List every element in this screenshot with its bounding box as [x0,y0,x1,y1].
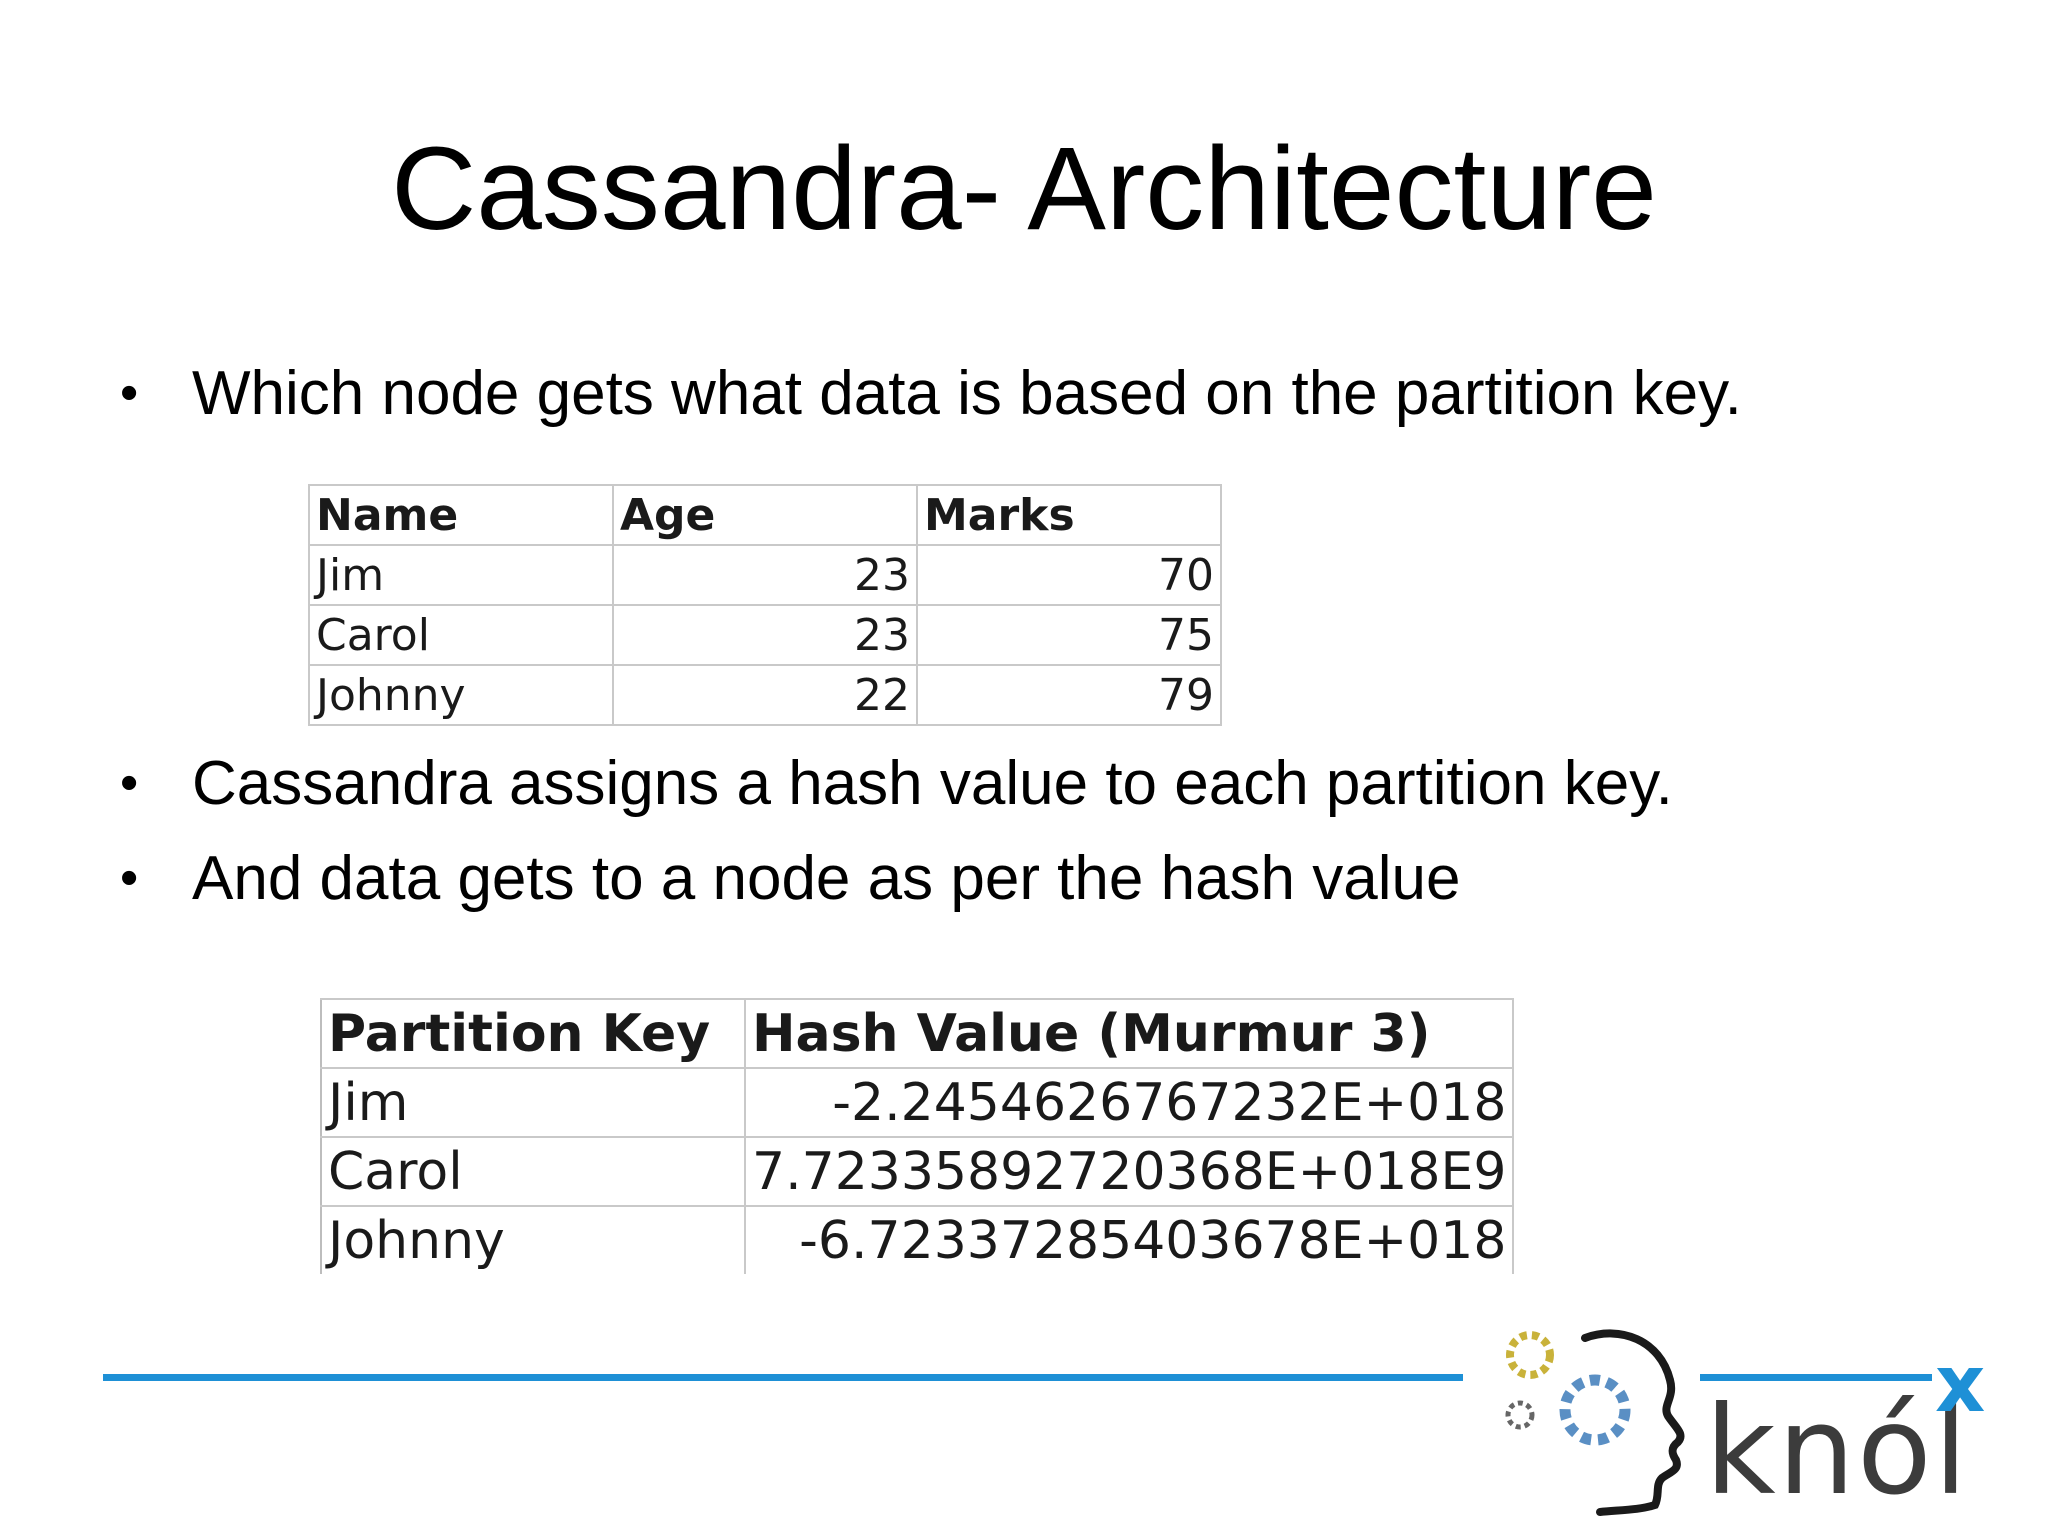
cell-age: 23 [612,544,918,606]
cell-partition-key: Johnny [320,1205,746,1274]
knolx-logo-icon [1505,1329,1685,1516]
bullet-2: • Cassandra assigns a hash value to each … [120,747,1673,821]
bullet-dot: • [120,754,139,812]
cell-partition-key: Jim [320,1067,746,1138]
table-header-row: Partition Key Hash Value (Murmur 3) [320,998,1515,1069]
knolx-logo-text: knól [1705,1380,1970,1522]
bullet-dot: • [120,364,139,422]
bullet-dot: • [120,849,139,907]
bullet-1-text: Which node gets what data is based on th… [192,359,1742,428]
hash-table: Partition Key Hash Value (Murmur 3) Jim … [320,998,1515,1274]
cell-age: 23 [612,604,918,666]
cell-name: Carol [308,604,614,666]
cell-hash-value: 7.72335892720368E+018E9 [743,1136,1515,1207]
header-marks: Marks [916,484,1222,546]
knolx-logo-superscript: x [1935,1340,1986,1430]
cell-partition-key: Carol [320,1136,746,1207]
header-hash-value: Hash Value (Murmur 3) [743,998,1515,1069]
cell-name: Johnny [308,664,614,726]
bullet-1: • Which node gets what data is based on t… [120,357,1742,431]
table-row: Carol 23 75 [308,604,1222,666]
cell-age: 22 [612,664,918,726]
table-row: Jim 23 70 [308,544,1222,606]
header-name: Name [308,484,614,546]
head-silhouette [1581,1329,1685,1516]
footer-divider-right [1700,1374,1932,1381]
cell-name: Jim [308,544,614,606]
bullet-2-text: Cassandra assigns a hash value to each p… [192,749,1673,818]
slide-title: Cassandra- Architecture [391,123,1657,255]
table-row: Johnny 22 79 [308,664,1222,726]
table-header-row: Name Age Marks [308,484,1222,546]
student-table: Name Age Marks Jim 23 70 Carol 23 75 Joh… [308,484,1222,726]
header-partition-key: Partition Key [320,998,746,1069]
cell-marks: 70 [916,544,1222,606]
cell-hash-value: -2.2454626767232E+018 [743,1067,1515,1138]
bullet-3-text: And data gets to a node as per the hash … [192,844,1461,913]
cell-marks: 75 [916,604,1222,666]
footer-divider-left [103,1374,1463,1381]
gear-dots [1505,1331,1631,1446]
bullet-3: • And data gets to a node as per the hash… [120,842,1461,916]
cell-marks: 79 [916,664,1222,726]
cell-hash-value: -6.72337285403678E+018 [743,1205,1515,1274]
header-age: Age [612,484,918,546]
table-row: Carol 7.72335892720368E+018E9 [320,1136,1515,1207]
table-row: Johnny -6.72337285403678E+018 [320,1205,1515,1274]
table-row: Jim -2.2454626767232E+018 [320,1067,1515,1138]
